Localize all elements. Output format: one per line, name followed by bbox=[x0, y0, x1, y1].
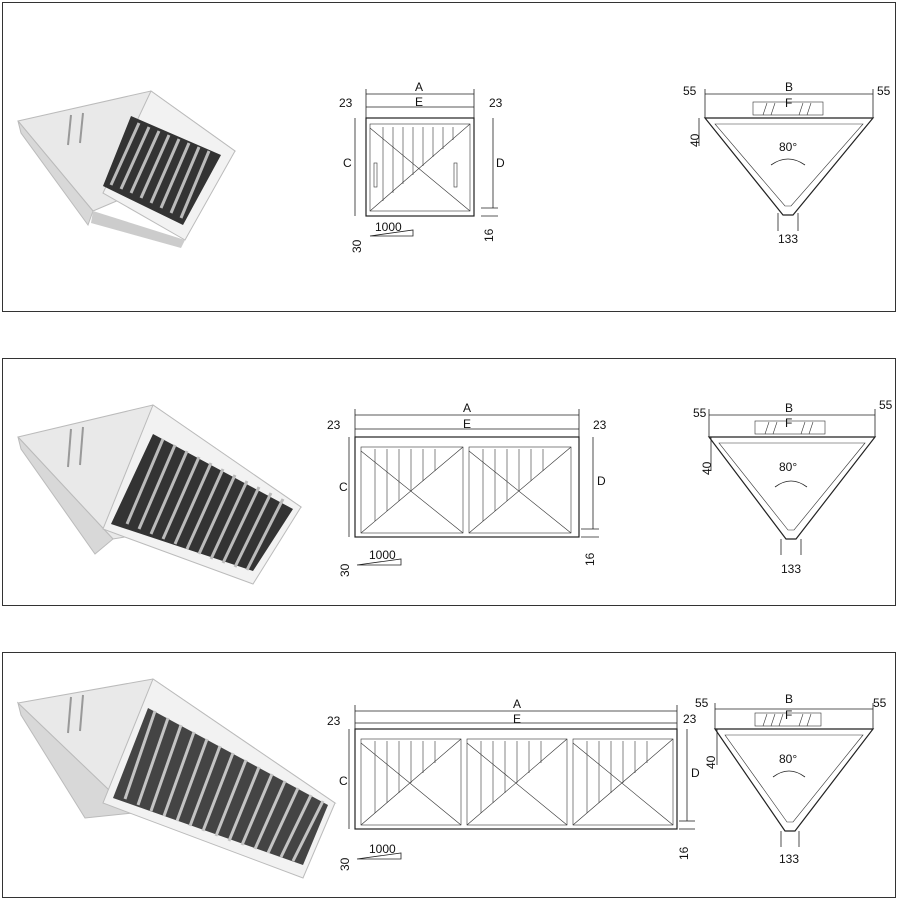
dim-133-label: 133 bbox=[778, 232, 798, 246]
dim-40-label: 40 bbox=[688, 133, 702, 147]
dim-right-23-label: 23 bbox=[683, 712, 697, 726]
side-view-3: B F 55 55 40 80° 133 bbox=[695, 692, 887, 866]
dim-right-55-label: 55 bbox=[877, 84, 891, 98]
hood-panel-1: A E 23 23 C D 16 30 1000 B F 55 55 bbox=[2, 2, 896, 312]
dim-16-label: 16 bbox=[583, 552, 597, 566]
dim-30-label: 30 bbox=[338, 857, 352, 871]
front-view-3: A E 23 23 C D 16 30 1000 bbox=[327, 697, 700, 871]
dim-c-label: C bbox=[343, 156, 352, 170]
dim-e-label: E bbox=[513, 712, 521, 726]
dim-c-label: C bbox=[339, 774, 348, 788]
dim-40-label: 40 bbox=[704, 755, 718, 769]
dim-a-label: A bbox=[513, 697, 521, 711]
dim-a-label: A bbox=[463, 401, 471, 415]
dim-right-55-label: 55 bbox=[879, 398, 893, 412]
hood-panel-1-drawing: A E 23 23 C D 16 30 1000 B F 55 55 bbox=[17, 80, 891, 253]
front-view-2: A E 23 23 C D 16 30 1000 bbox=[327, 401, 607, 577]
dim-1000-label: 1000 bbox=[375, 220, 402, 234]
dim-f-label: F bbox=[785, 708, 792, 722]
dim-f-label: F bbox=[785, 416, 792, 430]
dim-d-label: D bbox=[496, 156, 505, 170]
dim-e-label: E bbox=[463, 417, 471, 431]
dim-30-label: 30 bbox=[338, 563, 352, 577]
dim-b-label: B bbox=[785, 80, 793, 94]
dim-1000-label: 1000 bbox=[369, 842, 396, 856]
dim-left-23-label: 23 bbox=[327, 714, 341, 728]
dim-d-label: D bbox=[597, 474, 606, 488]
dim-right-23-label: 23 bbox=[593, 418, 607, 432]
dim-d-label: D bbox=[691, 766, 700, 780]
front-view-1: A E 23 23 C D 16 30 1000 bbox=[339, 80, 505, 253]
dim-a-label: A bbox=[415, 80, 423, 94]
side-view-2: B F 55 55 40 80° 133 bbox=[693, 398, 893, 576]
dim-133-label: 133 bbox=[779, 852, 799, 866]
dim-40-label: 40 bbox=[700, 461, 714, 475]
hood-panel-3: A E 23 23 C D 16 30 1000 B F 55 55 bbox=[2, 652, 896, 898]
side-view-1: B F 55 55 40 80° 133 bbox=[683, 80, 891, 246]
angle-label: 80° bbox=[779, 460, 797, 474]
dim-left-23-label: 23 bbox=[339, 96, 353, 110]
dim-right-23-label: 23 bbox=[489, 96, 503, 110]
dim-b-label: B bbox=[785, 401, 793, 415]
dim-f-label: F bbox=[785, 96, 792, 110]
dim-left-23-label: 23 bbox=[327, 418, 341, 432]
hood-panel-3-drawing: A E 23 23 C D 16 30 1000 B F 55 55 bbox=[16, 678, 887, 879]
dim-left-55-label: 55 bbox=[695, 696, 709, 710]
dim-1000-label: 1000 bbox=[369, 548, 396, 562]
hood-panel-2-drawing: A E 23 23 C D 16 30 1000 B F 55 55 bbox=[17, 398, 893, 585]
hood-panel-2: A E 23 23 C D 16 30 1000 B F 55 55 bbox=[2, 358, 896, 606]
angle-label: 80° bbox=[779, 752, 797, 766]
dim-left-55-label: 55 bbox=[683, 84, 697, 98]
hood-photo-2 bbox=[17, 404, 303, 585]
hood-photo-1 bbox=[17, 90, 237, 248]
dim-c-label: C bbox=[339, 480, 348, 494]
dim-16-label: 16 bbox=[482, 228, 496, 242]
dim-b-label: B bbox=[785, 692, 793, 706]
dim-133-label: 133 bbox=[781, 562, 801, 576]
dim-16-label: 16 bbox=[677, 846, 691, 860]
dim-e-label: E bbox=[415, 95, 423, 109]
hood-photo-3 bbox=[16, 678, 337, 879]
dim-30-label: 30 bbox=[350, 239, 364, 253]
dim-left-55-label: 55 bbox=[693, 406, 707, 420]
dim-right-55-label: 55 bbox=[873, 696, 887, 710]
angle-label: 80° bbox=[779, 140, 797, 154]
